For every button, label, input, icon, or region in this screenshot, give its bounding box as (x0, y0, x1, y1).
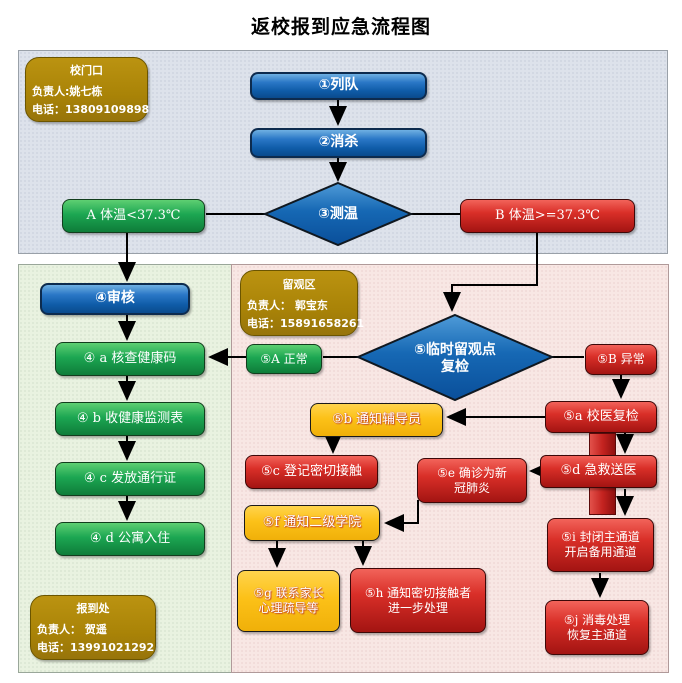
info-register-title: 报到处 (76, 602, 110, 615)
node-doctor-recheck: ⑤a 校医复检 (545, 401, 657, 433)
info-box-register: 报到处 负责人： 贺遥 电话：13991021292 (30, 595, 156, 660)
node-collect-forms: ④ b 收健康监测表 (55, 402, 205, 436)
node-notify-contacts: ⑤h 通知密切接触者 进一步处理 (350, 568, 486, 633)
decision-recheck (355, 313, 555, 402)
node-disinfect-restore: ⑤j 消毒处理 恢复主通道 (545, 600, 649, 655)
node-queue: ①列队 (250, 72, 427, 100)
node-close-main-channel: ⑤i 封闭主通道 开启备用通道 (547, 518, 654, 572)
info-gate-phone: 电话：13809109898 (32, 103, 150, 116)
node-review: ④审核 (40, 283, 190, 315)
info-box-observe: 留观区 负责人： 郭宝东 电话：15891658261 (240, 270, 365, 336)
node-recheck-abnormal: ⑤B 异常 (585, 344, 657, 375)
node-temp-high: B 体温>=37.3℃ (460, 199, 635, 233)
decision-temp-check (262, 181, 414, 247)
node-temp-normal: A 体温<37.3℃ (62, 199, 205, 233)
node-contact-parents: ⑤g 联系家长 心理疏导等 (237, 570, 340, 632)
info-register-person: 负责人： 贺遥 (37, 623, 107, 636)
node-recheck-normal: ⑤A 正常 (246, 344, 322, 374)
info-box-gate: 校门口 负责人:姚七栋 电话：13809109898 (25, 57, 150, 122)
node-check-health-code: ④ a 核查健康码 (55, 342, 205, 376)
node-disinfect: ②消杀 (250, 128, 427, 158)
info-register-phone: 电话：13991021292 (37, 641, 155, 654)
info-observe-person: 负责人： 郭宝东 (247, 298, 328, 312)
node-confirmed-covid: ⑤e 确诊为新 冠肺炎 (417, 458, 527, 503)
node-issue-pass: ④ c 发放通行证 (55, 462, 205, 496)
node-dorm-checkin: ④ d 公寓入住 (55, 522, 205, 556)
info-observe-title: 留观区 (282, 277, 316, 291)
node-register-contacts: ⑤c 登记密切接触 (245, 455, 378, 489)
node-emergency-hospital: ⑤d 急救送医 (540, 455, 657, 488)
info-observe-phone: 电话：15891658261 (247, 316, 365, 330)
info-gate-title: 校门口 (70, 64, 103, 77)
node-notify-college: ⑤f 通知二级学院 (244, 505, 380, 541)
page-title: 返校报到应急流程图 (250, 16, 431, 38)
node-notify-counselor: ⑤b 通知辅导员 (310, 403, 443, 437)
info-gate-person: 负责人:姚七栋 (32, 85, 103, 98)
